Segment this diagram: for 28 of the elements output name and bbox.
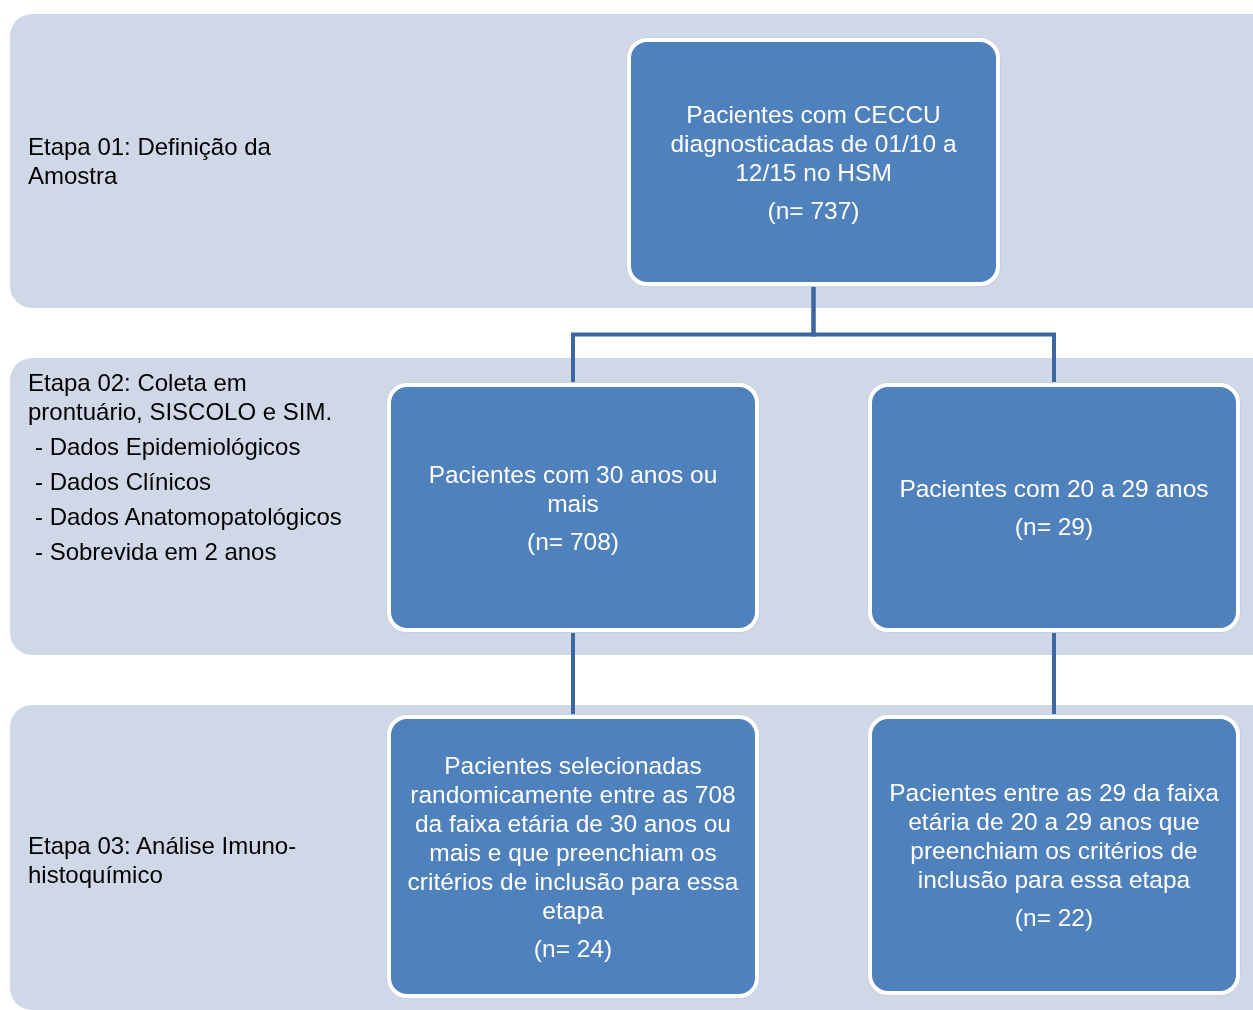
stage-title: Etapa 01: Definição da Amostra: [28, 132, 272, 190]
box-text: Pacientes selecionadas randomicamente entre as 708 da faixa etária de 30 anos ou mais e que preenchiam os critérios de inclusão para essa etapa: [406, 750, 740, 925]
box-text: Pacientes com 30 anos ou mais: [427, 459, 719, 518]
box-text: Pacientes com CECCU diagnosticadas de 01/10 a 12/15 no HSM: [669, 99, 958, 187]
count-text: (n= 737): [767, 195, 860, 225]
count-text: (n= 29): [1014, 512, 1094, 541]
list-item: - Dados Epidemiológicos: [34, 432, 302, 461]
count-text: (n= 708): [527, 526, 619, 556]
count-text: (n= 22): [1014, 903, 1094, 932]
stage-band: [10, 358, 1253, 655]
process-box: [387, 383, 759, 632]
stage-title: Etapa 02: Coleta em prontuário, SISCOLO e SIM.: [28, 368, 334, 426]
process-box: [387, 715, 759, 998]
connector-line: [811, 286, 1056, 383]
list-item: - Dados Clínicos: [34, 467, 213, 496]
box-text: Pacientes com 20 a 29 anos: [899, 474, 1209, 503]
connector-line: [571, 632, 575, 715]
list-item: - Dados Anatomopatológicos: [34, 502, 343, 531]
count-text: (n= 24): [533, 933, 613, 963]
stage-band: [10, 705, 1253, 1010]
process-box: [868, 715, 1240, 995]
connector-line: [1052, 632, 1056, 715]
box-text: Pacientes entre as 29 da faixa etária de 20 a 29 anos que preenchiam os critérios de inclusão para essa etapa: [888, 778, 1220, 894]
stage-title: Etapa 03: Análise Imuno-histoquímico: [28, 831, 298, 889]
process-box: [868, 383, 1240, 632]
process-box: [627, 38, 1000, 286]
list-item: - Sobrevida em 2 anos: [34, 537, 278, 566]
stage-band: [10, 14, 1253, 308]
